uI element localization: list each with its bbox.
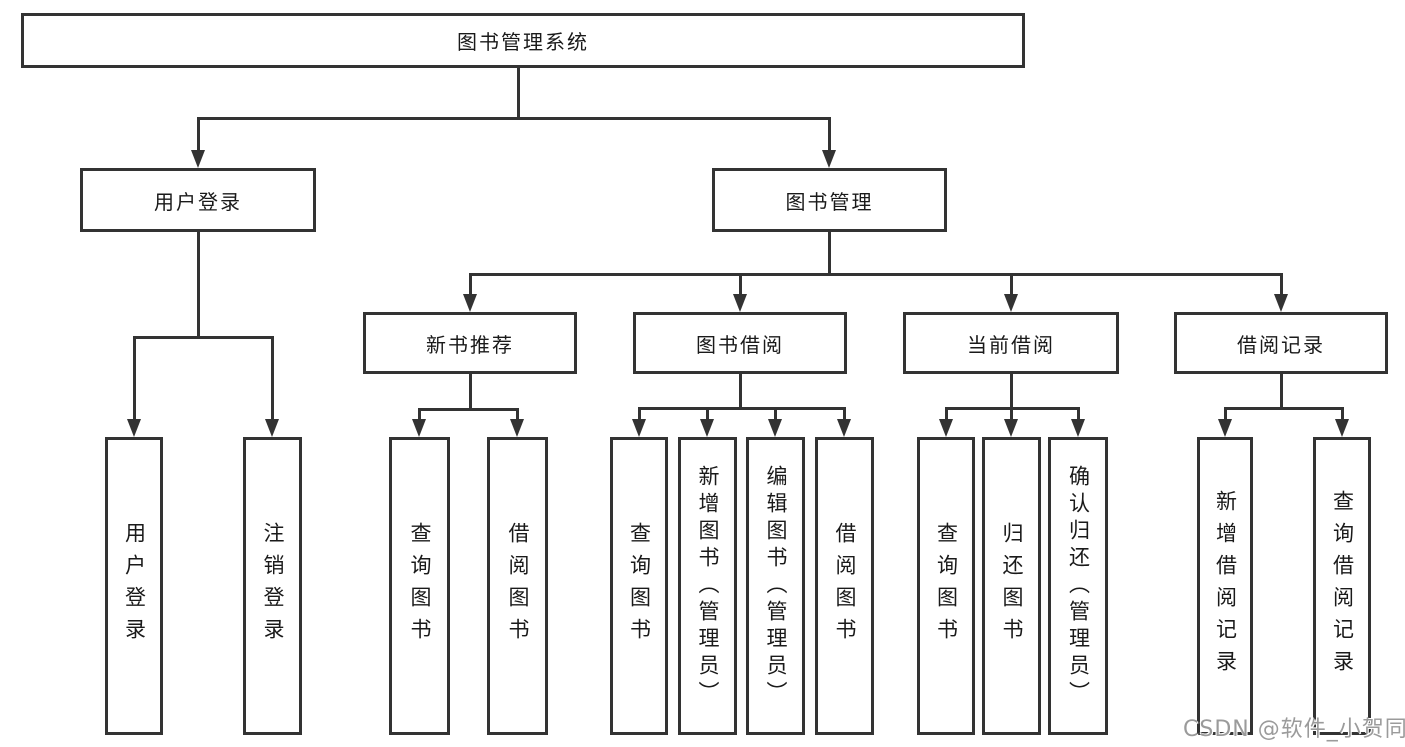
connector-hline bbox=[638, 407, 846, 410]
connector-vline bbox=[469, 273, 472, 299]
watermark: CSDN @软件_小贺同学 bbox=[1183, 717, 1405, 742]
connector-vline bbox=[469, 374, 472, 410]
connector-hline bbox=[197, 117, 831, 120]
leaf-borrowing-add-books-admin-label: 新增图书（管理员） bbox=[696, 464, 720, 708]
connector-vline bbox=[1280, 374, 1283, 410]
connector-vline bbox=[828, 117, 831, 153]
leaf-borrowing-query-books: 查询图书 bbox=[610, 437, 668, 735]
leaf-current-confirm-return-admin-label: 确认归还（管理员） bbox=[1066, 464, 1091, 708]
leaf-borrowing-add-books-admin: 新增图书（管理员） bbox=[678, 437, 737, 735]
leaf-current-return-books: 归还图书 bbox=[982, 437, 1041, 735]
arrowhead-down bbox=[191, 150, 205, 168]
node-book-management-label: 图书管理 bbox=[785, 189, 874, 214]
node-current-borrowing-label: 当前借阅 bbox=[967, 332, 1055, 357]
arrowhead-down bbox=[463, 294, 477, 312]
leaf-current-return-books-label: 归还图书 bbox=[1000, 522, 1024, 650]
node-book-borrowing: 图书借阅 bbox=[633, 312, 847, 374]
connector-hline bbox=[133, 336, 274, 339]
arrowhead-down bbox=[939, 419, 953, 437]
arrowhead-down bbox=[265, 419, 279, 437]
connector-vline bbox=[739, 374, 742, 410]
connector-vline bbox=[706, 407, 709, 424]
leaf-records-add-record: 新增借阅记录 bbox=[1197, 437, 1253, 735]
connector-vline bbox=[774, 407, 777, 424]
connector-hline bbox=[469, 273, 1282, 276]
leaf-logout-label: 注销登录 bbox=[261, 522, 285, 650]
node-user-login-label: 用户登录 bbox=[154, 189, 242, 214]
connector-vline bbox=[1341, 407, 1344, 424]
node-root-label: 图书管理系统 bbox=[457, 30, 589, 54]
leaf-current-query-books: 查询图书 bbox=[917, 437, 975, 735]
arrowhead-down bbox=[768, 419, 782, 437]
node-book-management: 图书管理 bbox=[712, 168, 947, 232]
node-user-login: 用户登录 bbox=[80, 168, 316, 232]
connector-vline bbox=[1010, 273, 1013, 299]
leaf-recommend-query-books-label: 查询图书 bbox=[408, 522, 432, 650]
leaf-recommend-borrow-books: 借阅图书 bbox=[487, 437, 548, 735]
connector-vline bbox=[517, 68, 520, 119]
leaf-recommend-borrow-books-label: 借阅图书 bbox=[506, 522, 530, 650]
arrowhead-down bbox=[510, 419, 524, 437]
connector-hline bbox=[1224, 407, 1344, 410]
arrowhead-down bbox=[1004, 419, 1018, 437]
connector-vline bbox=[1077, 407, 1080, 424]
connector-vline bbox=[516, 408, 519, 424]
leaf-logout: 注销登录 bbox=[243, 437, 302, 735]
leaf-user-login: 用户登录 bbox=[105, 437, 163, 735]
leaf-borrowing-query-books-label: 查询图书 bbox=[627, 522, 652, 650]
arrowhead-down bbox=[1335, 419, 1349, 437]
connector-vline bbox=[843, 407, 846, 424]
connector-vline bbox=[1010, 407, 1013, 424]
leaf-records-query-record-label: 查询借阅记录 bbox=[1330, 490, 1355, 682]
arrowhead-down bbox=[733, 294, 747, 312]
leaf-user-login-label: 用户登录 bbox=[122, 522, 147, 650]
connector-vline bbox=[945, 407, 948, 424]
connector-vline bbox=[638, 407, 641, 424]
connector-vline bbox=[1010, 374, 1013, 410]
connector-vline bbox=[133, 336, 136, 424]
connector-vline bbox=[418, 408, 421, 424]
node-current-borrowing: 当前借阅 bbox=[903, 312, 1119, 374]
arrowhead-down bbox=[127, 419, 141, 437]
leaf-current-query-books-label: 查询图书 bbox=[934, 522, 959, 650]
leaf-recommend-query-books: 查询图书 bbox=[389, 437, 450, 735]
arrowhead-down bbox=[1071, 419, 1085, 437]
arrowhead-down bbox=[1004, 294, 1018, 312]
connector-vline bbox=[739, 273, 742, 299]
arrowhead-down bbox=[822, 150, 836, 168]
connector-vline bbox=[197, 117, 200, 153]
leaf-borrowing-edit-books-admin-label: 编辑图书（管理员） bbox=[764, 464, 788, 708]
connector-vline bbox=[271, 336, 274, 424]
node-book-borrowing-label: 图书借阅 bbox=[696, 332, 784, 357]
arrowhead-down bbox=[700, 419, 714, 437]
connector-vline bbox=[197, 232, 200, 338]
leaf-records-query-record: 查询借阅记录 bbox=[1313, 437, 1371, 735]
arrowhead-down bbox=[1274, 294, 1288, 312]
leaf-borrowing-borrow-books-label: 借阅图书 bbox=[833, 522, 857, 650]
node-new-book-recommend: 新书推荐 bbox=[363, 312, 577, 374]
leaf-borrowing-borrow-books: 借阅图书 bbox=[815, 437, 874, 735]
node-new-book-recommend-label: 新书推荐 bbox=[426, 332, 514, 357]
arrowhead-down bbox=[1218, 419, 1232, 437]
leaf-borrowing-edit-books-admin: 编辑图书（管理员） bbox=[746, 437, 805, 735]
node-root: 图书管理系统 bbox=[21, 13, 1025, 68]
leaf-current-confirm-return-admin: 确认归还（管理员） bbox=[1048, 437, 1108, 735]
connector-vline bbox=[1224, 407, 1227, 424]
node-borrowing-records: 借阅记录 bbox=[1174, 312, 1388, 374]
connector-vline bbox=[828, 232, 831, 276]
arrowhead-down bbox=[632, 419, 646, 437]
connector-vline bbox=[1280, 273, 1283, 299]
node-borrowing-records-label: 借阅记录 bbox=[1237, 332, 1325, 357]
leaf-records-add-record-label: 新增借阅记录 bbox=[1213, 490, 1238, 682]
arrowhead-down bbox=[412, 419, 426, 437]
arrowhead-down bbox=[837, 419, 851, 437]
connector-hline bbox=[418, 408, 519, 411]
